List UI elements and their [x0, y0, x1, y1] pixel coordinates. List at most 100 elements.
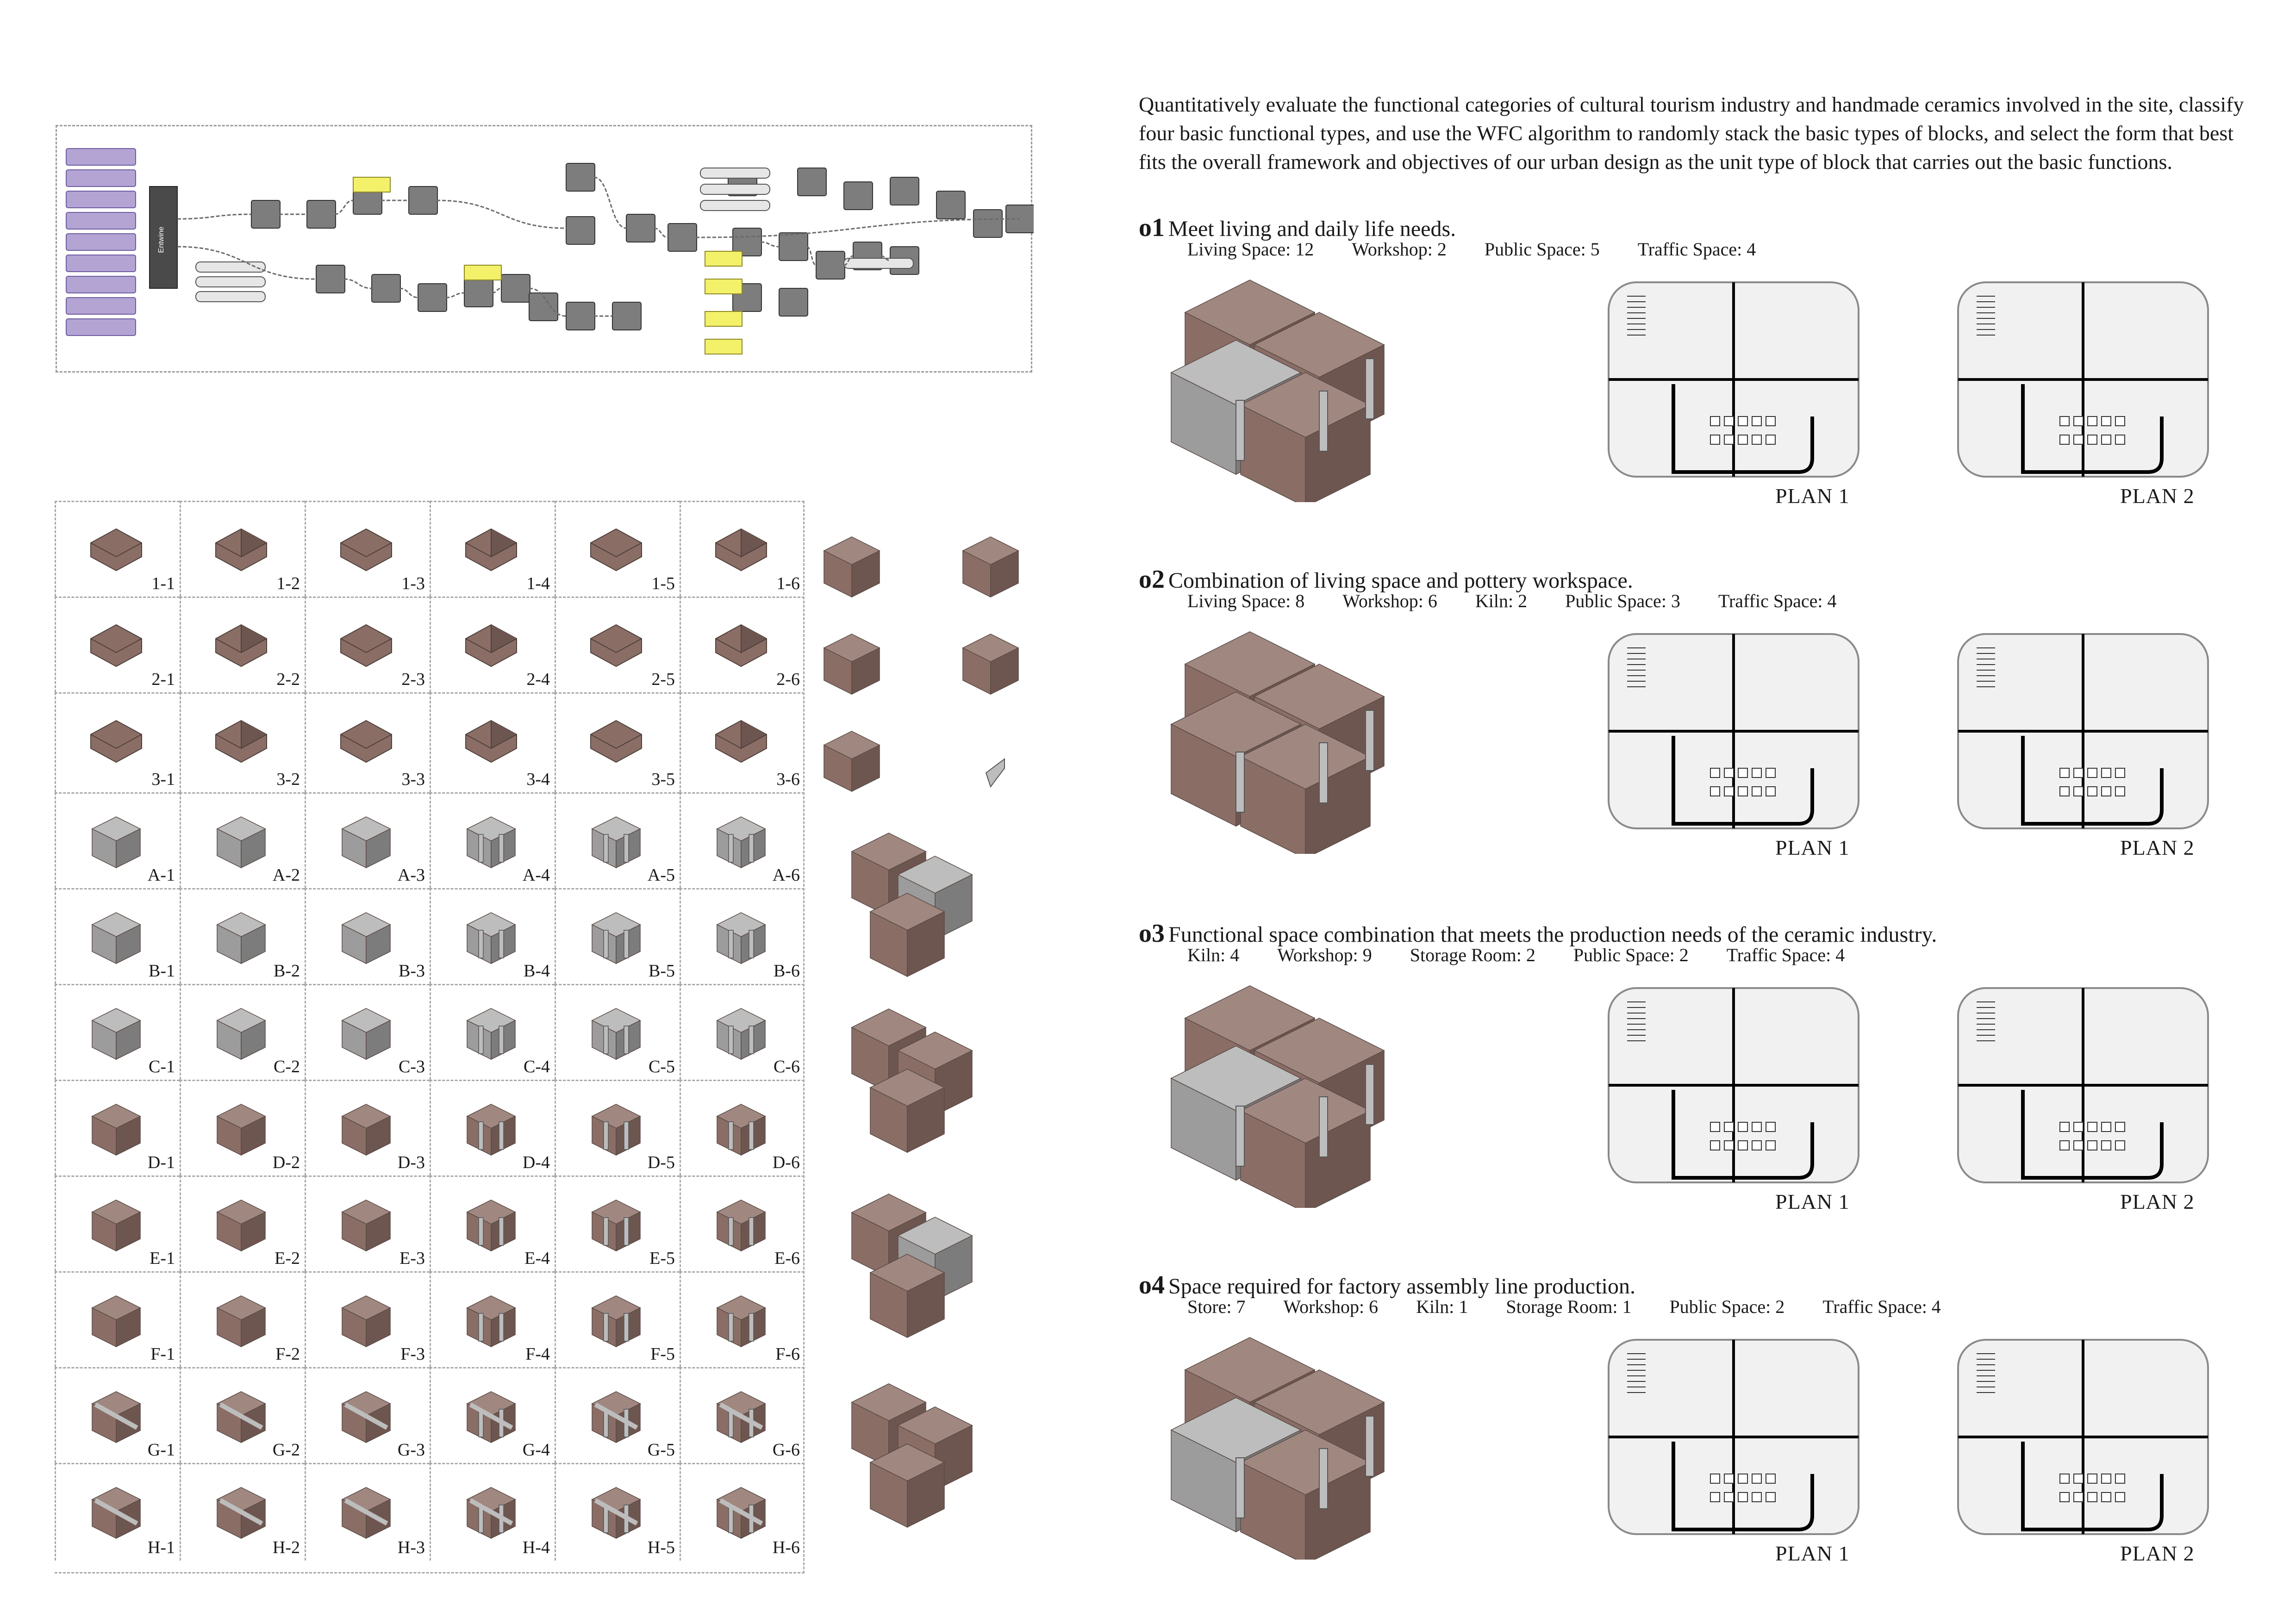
module-icon — [341, 1391, 391, 1443]
module-cell: 1-4 — [430, 501, 555, 597]
gh-wire — [177, 213, 252, 220]
gh-wire — [343, 278, 372, 289]
module-icon — [91, 1200, 141, 1252]
module-label: G-1 — [147, 1440, 175, 1460]
module-icon — [216, 1200, 266, 1252]
plan-caption: PLAN 1 — [1775, 1190, 1850, 1213]
module-icon — [466, 1391, 516, 1443]
module-cell: G-1 — [55, 1367, 180, 1463]
module-label: B-2 — [274, 961, 300, 981]
module-cell: D-2 — [180, 1080, 305, 1175]
gh-component — [779, 288, 808, 317]
module-label: 1-3 — [401, 574, 425, 593]
module-label: 3-5 — [651, 770, 675, 789]
gh-param — [66, 297, 136, 315]
gh-wire — [760, 241, 780, 248]
module-cell: B-1 — [55, 888, 180, 984]
module-cell: B-3 — [305, 888, 430, 984]
gh-component — [306, 200, 336, 229]
module-icon — [716, 816, 766, 869]
gh-wire — [445, 292, 465, 298]
stat-item: Public Space: 2 — [1573, 945, 1689, 965]
module-label: F-1 — [150, 1344, 175, 1364]
gh-param — [66, 233, 136, 251]
stat-item: Kiln: 4 — [1187, 945, 1240, 965]
extra-modules — [823, 536, 1019, 1528]
module-cell: B-2 — [180, 888, 305, 984]
module-label: A-3 — [397, 865, 425, 885]
module-label: E-4 — [524, 1249, 550, 1268]
module-label: 2-3 — [401, 670, 425, 689]
module-label: B-3 — [399, 961, 425, 981]
stat-item: Public Space: 5 — [1484, 239, 1600, 260]
module-icon — [591, 816, 641, 869]
module-label: B-4 — [524, 961, 550, 981]
combined-module — [851, 833, 973, 977]
module-cell: C-1 — [55, 984, 180, 1080]
module-cell: E-3 — [305, 1175, 430, 1271]
gh-component — [566, 302, 595, 330]
gh-panel — [464, 265, 502, 280]
module-icon — [715, 624, 767, 667]
scheme-number: o3 — [1139, 919, 1165, 948]
stat-item: Storage Room: 1 — [1506, 1296, 1632, 1317]
module-cell: 1-6 — [680, 501, 805, 597]
module-cell: E-1 — [55, 1175, 180, 1271]
module-icon — [215, 720, 267, 763]
scheme-number: o2 — [1139, 565, 1165, 594]
stat-item: Living Space: 12 — [1187, 239, 1314, 260]
module-icon — [716, 1200, 766, 1252]
stat-item: Public Space: 3 — [1565, 591, 1680, 611]
module-icon — [591, 1391, 641, 1443]
module-icon — [466, 816, 516, 869]
module-icon — [341, 816, 391, 869]
module-cell: 3-3 — [305, 692, 430, 792]
module-label: B-6 — [774, 961, 800, 981]
scheme-description: Combination of living space and pottery … — [1168, 568, 1633, 593]
module-cell: E-4 — [430, 1175, 555, 1271]
module-label: A-1 — [147, 865, 175, 885]
plan-caption: PLAN 2 — [2120, 484, 2195, 508]
module-cell: H-3 — [305, 1463, 430, 1561]
module-icon — [590, 720, 642, 763]
gh-param — [66, 148, 136, 166]
module-icon — [90, 528, 142, 572]
module-label: H-3 — [397, 1538, 425, 1557]
module-cell: H-4 — [430, 1463, 555, 1561]
stat-item: Public Space: 2 — [1669, 1296, 1785, 1317]
module-cell: C-6 — [680, 984, 805, 1080]
module-label: 2-5 — [651, 670, 675, 689]
floor-plan — [1957, 987, 2209, 1183]
module-cell: H-1 — [55, 1463, 180, 1561]
module-icon — [715, 720, 767, 763]
module-icon — [716, 1104, 766, 1156]
module-icon — [216, 912, 266, 964]
gh-component — [529, 292, 558, 321]
gh-wire — [399, 287, 418, 298]
module-cell: C-5 — [555, 984, 680, 1080]
module-icon — [91, 1104, 141, 1156]
extra-module — [962, 536, 1019, 598]
module-icon — [90, 624, 142, 667]
module-label: E-6 — [774, 1249, 800, 1268]
module-cell: 2-3 — [305, 597, 430, 692]
module-cell: G-5 — [555, 1367, 680, 1463]
module-icon — [91, 1391, 141, 1443]
module-icon — [216, 1104, 266, 1156]
module-label: G-2 — [272, 1440, 300, 1460]
scheme-description: Space required for factory assembly line… — [1168, 1274, 1635, 1299]
stat-item: Store: 7 — [1187, 1296, 1246, 1317]
extra-module — [823, 731, 880, 792]
gh-component — [316, 265, 345, 293]
module-label: E-1 — [150, 1249, 175, 1268]
module-icon — [465, 624, 517, 667]
module-label: C-2 — [274, 1057, 300, 1076]
module-icon — [466, 1104, 516, 1156]
gh-component — [779, 232, 808, 261]
module-icon — [341, 1295, 391, 1348]
module-icon — [716, 912, 766, 964]
module-label: 2-6 — [776, 670, 800, 689]
module-cell: D-3 — [305, 1080, 430, 1175]
